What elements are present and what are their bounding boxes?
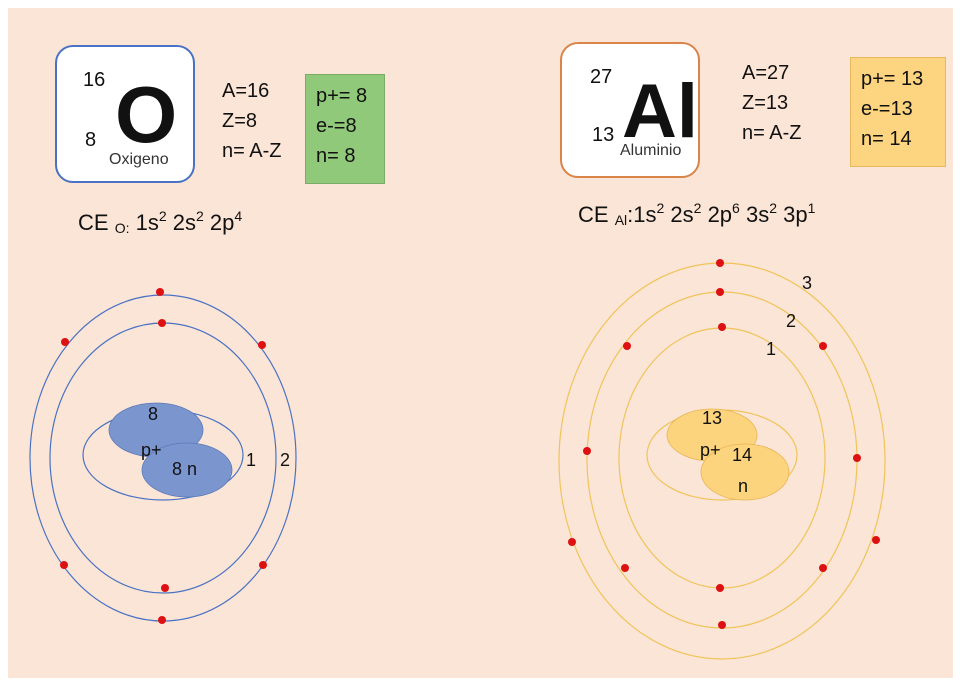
aluminium-electron [853, 454, 861, 462]
oxygen-atomic-number: 8 [85, 129, 97, 151]
aluminium-nucleus-neutrons-label: n [738, 476, 748, 496]
oxygen-electron [158, 319, 166, 327]
oxygen-name: Oxigeno [109, 151, 169, 168]
aluminium-electron [718, 323, 726, 331]
aluminium-electron [819, 564, 827, 572]
oxygen-n-formula: n= A-Z [222, 140, 282, 162]
aluminium-shell-label-3: 3 [802, 273, 812, 293]
oxygen-electron [161, 584, 169, 592]
aluminium-protons: p+= 13 [861, 68, 924, 90]
aluminium-electron [621, 564, 629, 572]
oxygen-electron [158, 616, 166, 624]
aluminium-electron [872, 536, 880, 544]
aluminium-nucleus-protons-num: 13 [702, 408, 722, 428]
oxygen-electron [60, 561, 68, 569]
oxygen-mass-info: A=16 Z=8 n= A-Z [222, 76, 281, 166]
oxygen-electron [61, 338, 69, 346]
oxygen-Z: Z=8 [222, 110, 258, 132]
oxygen-electron-config: CE O: 1s2 2s2 2p4 [78, 208, 243, 236]
aluminium-electron [716, 584, 724, 592]
oxygen-shell-label-2: 2 [280, 450, 290, 470]
oxygen-shell-label-1: 1 [246, 450, 256, 470]
aluminium-electron-config: CE Al:1s2 2s2 2p6 3s2 3p1 [578, 200, 816, 228]
oxygen-symbol: O [115, 70, 178, 159]
aluminium-electron [718, 621, 726, 629]
aluminium-shell-label-2: 2 [786, 311, 796, 331]
aluminium-n-formula: n= A-Z [742, 122, 802, 144]
aluminium-electrons: e-=13 [861, 98, 913, 120]
aluminium-element-tile: 27 13 Al Aluminio [560, 42, 700, 178]
oxygen-element-tile: 16 8 O Oxigeno [55, 45, 195, 183]
oxygen-particle-box: p+= 8 e-=8 n= 8 [305, 74, 385, 184]
oxygen-electron [258, 341, 266, 349]
aluminium-nucleus-neutrons-num: 14 [732, 445, 752, 465]
oxygen-mass-number: 16 [83, 69, 106, 91]
aluminium-nucleus-protons-label: p+ [700, 440, 721, 460]
aluminium-mass-info: A=27 Z=13 n= A-Z [742, 58, 801, 148]
aluminium-atomic-number: 13 [592, 124, 615, 146]
aluminium-electron [623, 342, 631, 350]
aluminium-atom: 13 p+ 14 n 1 2 3 [558, 259, 886, 660]
aluminium-name: Aluminio [620, 142, 682, 159]
oxygen-atom: 8 p+ 8 n 1 2 [29, 288, 297, 624]
oxygen-electron [156, 288, 164, 296]
oxygen-protons: p+= 8 [316, 85, 368, 107]
oxygen-nucleus-protons-label: p+ [141, 440, 162, 460]
aluminium-Z: Z=13 [742, 92, 789, 114]
aluminium-particle-box: p+= 13 e-=13 n= 14 [850, 57, 946, 167]
aluminium-electron [716, 259, 724, 267]
oxygen-A: A=16 [222, 80, 270, 102]
oxygen-nucleus-protons-num: 8 [148, 404, 158, 424]
oxygen-neutrons-blob [141, 442, 233, 498]
oxygen-electron [259, 561, 267, 569]
aluminium-electron [583, 447, 591, 455]
oxygen-electrons: e-=8 [316, 115, 357, 137]
aluminium-symbol: Al [622, 69, 698, 154]
oxygen-nucleus-neutrons: 8 n [172, 459, 197, 479]
aluminium-A: A=27 [742, 62, 790, 84]
aluminium-neutrons: n= 14 [861, 128, 912, 150]
aluminium-electron [819, 342, 827, 350]
oxygen-neutrons: n= 8 [316, 145, 356, 167]
aluminium-shell-label-1: 1 [766, 339, 776, 359]
aluminium-electron [568, 538, 576, 546]
aluminium-mass-number: 27 [590, 66, 613, 88]
aluminium-electron [716, 288, 724, 296]
aluminium-neutrons-blob [700, 443, 790, 501]
